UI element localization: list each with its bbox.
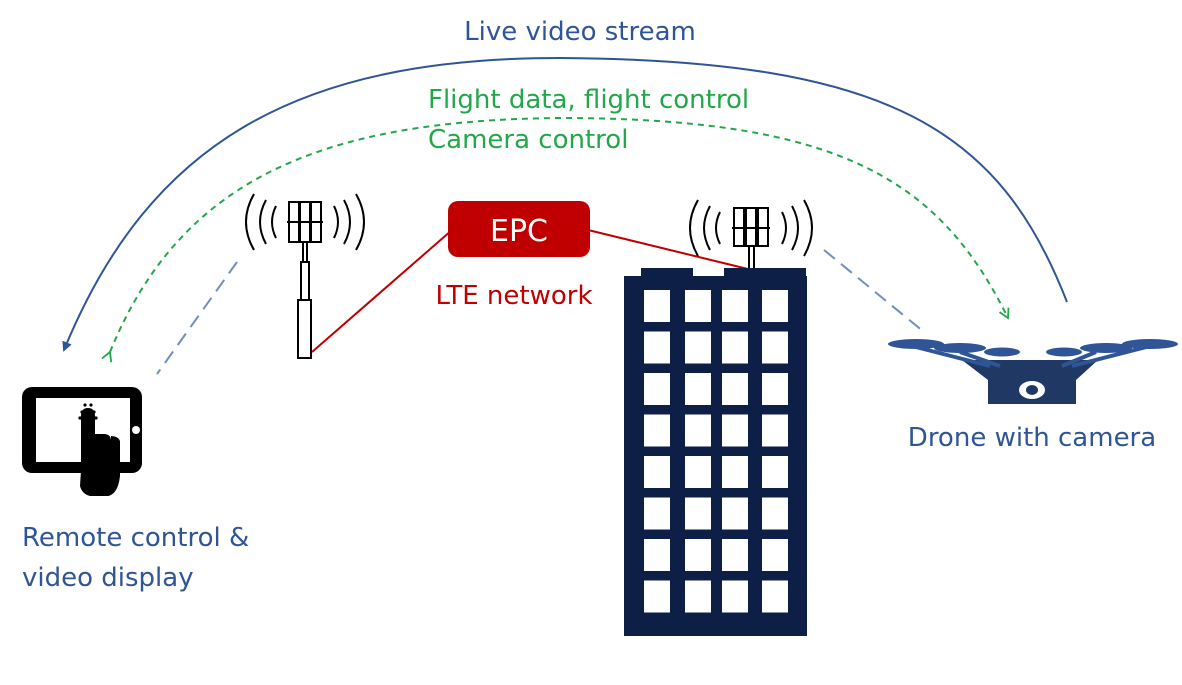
epc-node: EPC: [448, 201, 590, 257]
remote-label-line1: Remote control &: [22, 523, 249, 553]
epc-link-left: [311, 229, 453, 353]
video-stream-link: [62, 56, 1068, 352]
epc-link-right: [587, 229, 753, 271]
drone-label: Drone with camera: [908, 423, 1156, 453]
cell-tower-right-icon: [689, 199, 813, 271]
building-window: [644, 331, 670, 364]
building-window: [722, 456, 748, 488]
camera-control-label: Camera control: [428, 125, 628, 155]
building-window: [722, 580, 748, 613]
remote-label-line2: video display: [22, 563, 194, 593]
building-window: [685, 497, 711, 530]
building-window: [762, 456, 788, 488]
building-window: [762, 580, 788, 613]
radio-link-right: [823, 249, 925, 333]
building-window: [685, 331, 711, 364]
building-window: [722, 290, 748, 322]
flight-data-label: Flight data, flight control: [428, 85, 749, 115]
building-window: [762, 539, 788, 571]
building-window: [644, 290, 670, 322]
building-icon: [624, 268, 807, 636]
building-window: [644, 414, 670, 447]
building-window: [644, 373, 670, 405]
building-window: [644, 456, 670, 488]
building-window: [722, 539, 748, 571]
epc-label: EPC: [490, 214, 548, 249]
building-window: [762, 373, 788, 405]
building-window: [644, 497, 670, 530]
building-window: [722, 497, 748, 530]
building-window: [644, 539, 670, 571]
radio-link-left: [156, 261, 238, 375]
lte-network-label: LTE network: [435, 281, 592, 311]
building-window: [762, 497, 788, 530]
building-window: [685, 414, 711, 447]
building-window: [762, 331, 788, 364]
drone-icon: [888, 339, 1178, 404]
building-window: [685, 373, 711, 405]
building-window: [722, 373, 748, 405]
building-window: [762, 414, 788, 447]
tablet-icon: [22, 387, 142, 496]
building-window: [722, 331, 748, 364]
building-window: [762, 290, 788, 322]
building-window: [644, 580, 670, 613]
building-window: [685, 580, 711, 613]
building-window: [685, 456, 711, 488]
building-window: [685, 539, 711, 571]
cell-tower-left-icon: [245, 193, 365, 359]
video-stream-label: Live video stream: [464, 17, 696, 47]
flight-data-link: [101, 116, 1010, 363]
building-window: [685, 290, 711, 322]
building-window: [722, 414, 748, 447]
